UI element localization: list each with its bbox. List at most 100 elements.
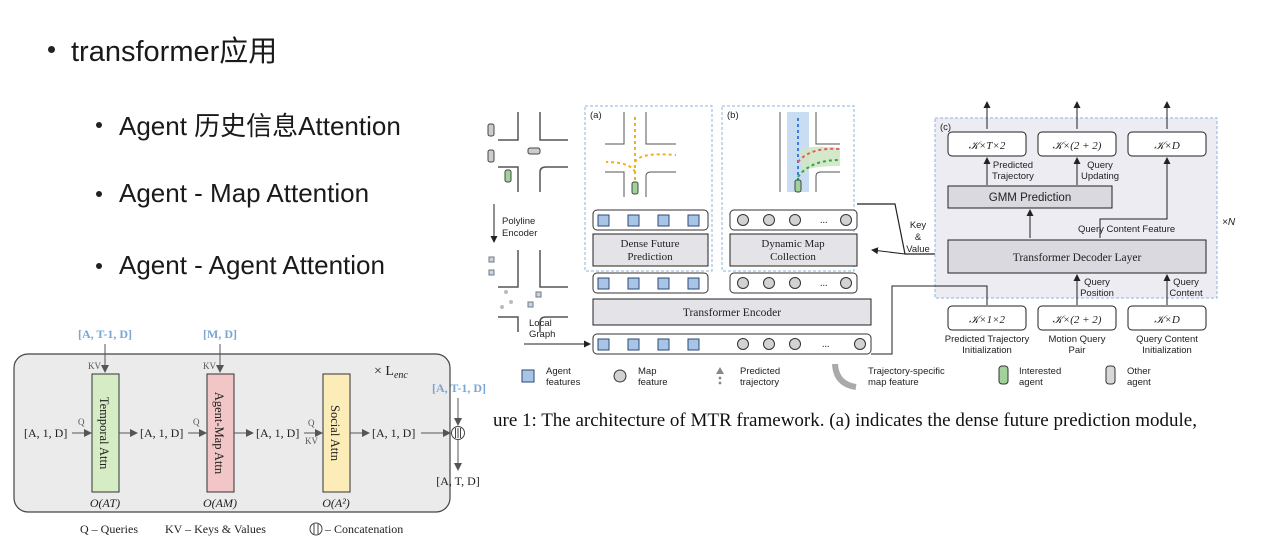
times-n-label: ×N [1222,217,1236,228]
bullet-dot [96,190,102,197]
init-content-box [1127,305,1207,331]
panel-b-label: (b) [727,110,739,121]
init-trajectory-dim: 𝒦×1×2 [969,314,1006,326]
key-value-label: Key&Value [906,220,930,255]
init-content-dim: 𝒦×D [1154,314,1180,326]
legend-concat: – Concatenation [324,522,403,536]
feature-tokens [597,214,866,351]
cost-label: O(AM) [203,496,237,510]
agent-map-attn-block [206,373,235,493]
kv-label: KV [203,361,216,371]
encoder-diagram: [A, T-1, D] [M, D] KV KV × Lenc Temporal… [13,327,486,536]
ellipsis: ... [820,278,828,289]
agent-map-attn-label: Agent-Map Attn [212,392,226,475]
legend-queries: Q – Queries [80,522,138,536]
transformer-encoder-label: Transformer Encoder [683,307,781,319]
bullet-dot [96,121,102,128]
agent-feature-row-mid [592,272,709,294]
cost-label: O(A²) [322,496,350,510]
scene-bottom [488,250,568,332]
predicted-trajectory-legend-icon [716,367,724,385]
agent-features-legend-icon [521,369,535,383]
panel-a-scene [605,112,677,197]
dynamic-map-collection-block [729,233,858,267]
cost-label: O(AT) [90,496,120,510]
sub-bullet-text: Agent - Map Attention [119,178,370,208]
output-content-dim: 𝒦×D [1154,140,1180,152]
kv-label: KV [88,361,101,371]
bullet-dot [48,45,55,53]
figure-caption: ure 1: The architecture of MTR framework… [493,410,1197,431]
output-content-box [1127,131,1207,157]
q-label: Q [78,417,85,427]
panel-a-label: (a) [590,110,602,121]
scene-top [487,112,568,192]
transformer-decoder-label: Transformer Decoder Layer [1013,252,1142,264]
init-trajectory-box [947,305,1027,331]
panel-b-scene [779,112,841,193]
output-dim: [A, T, D] [436,474,480,488]
other-agent-legend-icon [1105,365,1116,385]
q-label: Q [193,417,200,427]
panel-a [584,105,713,272]
output-query-dim: 𝒦×(2 + 2) [1053,140,1102,152]
transformer-encoder-block [592,298,872,326]
dim-label: [A, 1, D] [140,426,183,440]
trajectory-specific-legend-icon [832,363,857,390]
input-map: [M, D] [203,327,237,341]
legend-kv: KV – Keys & Values [165,522,266,536]
dim-label: [A, 1, D] [24,426,67,440]
agent-feature-row-top [592,209,709,231]
output-query-box [1037,131,1117,157]
stack-times: × Lenc [374,364,408,381]
sub-bullet-3: Agent - Agent Attention [96,250,385,281]
query-content-feature-label: Query Content Feature [1078,224,1175,235]
kv-label: KV [305,436,318,446]
social-attn-block [322,373,351,493]
input-temporal: [A, T-1, D] [78,327,132,341]
temporal-attn-block [91,373,120,493]
panel-c-label: (c) [940,122,951,133]
q-label: Q [308,418,315,428]
sub-bullet-text: Agent 历史信息Attention [119,111,401,141]
social-attn-label: Social Attn [328,405,342,462]
sub-bullet-1: Agent 历史信息Attention [96,106,401,143]
temporal-attn-label: Temporal Attn [97,397,111,470]
ellipsis: ... [820,215,828,226]
dense-future-prediction-block [592,233,709,267]
gmm-prediction-label: GMM Prediction [989,192,1071,204]
gmm-prediction-block [947,185,1113,209]
concat-legend-icon [309,522,323,536]
init-motion-dim: 𝒦×(2 + 2) [1053,314,1102,326]
map-feature-legend-icon [613,369,627,383]
output-trajectory-box [947,131,1027,157]
dim-label: [A, 1, D] [256,426,299,440]
sub-bullet-2: Agent - Map Attention [96,178,369,209]
transformer-decoder-block [947,239,1207,274]
ellipsis: ... [822,339,830,350]
panel-b [721,105,855,272]
interested-agent-legend-icon [998,365,1009,385]
dim-label: [A, 1, D] [372,426,415,440]
output-trajectory-dim: 𝒦×T×2 [969,140,1006,152]
bullet-main: transformer应用 [48,28,277,70]
sub-bullet-text: Agent - Agent Attention [119,250,385,280]
